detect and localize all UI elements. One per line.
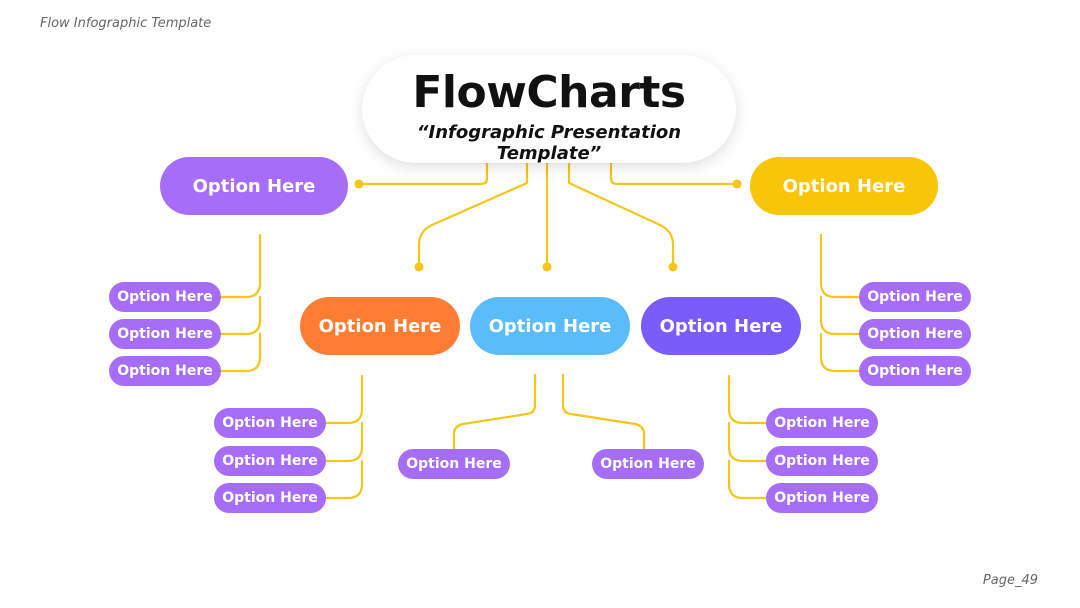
sub-node-orange-1: Option Here xyxy=(214,408,326,438)
connector-right-sub-2 xyxy=(819,295,862,336)
connector-violet-sub-3 xyxy=(727,459,769,500)
header-title: Flow Infographic Template xyxy=(40,16,212,31)
sub-node-orange-3: Option Here xyxy=(214,483,326,513)
connector-title-orange xyxy=(417,161,529,268)
sub-node-right-3: Option Here xyxy=(859,356,971,386)
main-node-blue: Option Here xyxy=(470,297,630,355)
connector-orange-sub-2 xyxy=(324,421,364,463)
sub-node-left-1: Option Here xyxy=(109,282,221,312)
connector-right-sub-3 xyxy=(819,332,862,373)
diagram-subtitle: “Infographic Presentation Template” xyxy=(416,122,682,164)
connector-blue-sub-2 xyxy=(561,373,646,453)
sub-node-violet-3: Option Here xyxy=(766,483,878,513)
connector-left-sub-1 xyxy=(218,233,262,299)
connector-blue-sub-1 xyxy=(452,373,537,453)
connector-violet-sub-1 xyxy=(727,374,769,425)
main-node-right: Option Here xyxy=(750,157,938,215)
connector-dot-left xyxy=(354,179,364,189)
connector-right-sub-1 xyxy=(819,233,862,299)
main-node-left: Option Here xyxy=(160,157,348,215)
connector-orange-sub-1 xyxy=(324,374,364,425)
connector-dot-blue xyxy=(542,262,552,272)
connector-title-left xyxy=(358,161,489,186)
sub-node-violet-2: Option Here xyxy=(766,446,878,476)
sub-node-blue-1: Option Here xyxy=(398,449,510,479)
connector-title-violet xyxy=(567,161,675,268)
connector-left-sub-3 xyxy=(218,332,262,373)
main-node-orange: Option Here xyxy=(300,297,460,355)
main-node-violet: Option Here xyxy=(641,297,801,355)
connector-dot-right xyxy=(732,179,742,189)
title-card: FlowCharts “Infographic Presentation Tem… xyxy=(362,55,736,164)
sub-node-right-2: Option Here xyxy=(859,319,971,349)
connector-violet-sub-2 xyxy=(727,421,769,463)
page-number: Page_49 xyxy=(982,573,1038,588)
sub-node-violet-1: Option Here xyxy=(766,408,878,438)
connector-title-right xyxy=(609,161,740,186)
connector-orange-sub-3 xyxy=(324,459,364,500)
connector-left-sub-2 xyxy=(218,295,262,336)
connector-dot-violet xyxy=(668,262,678,272)
sub-node-right-1: Option Here xyxy=(859,282,971,312)
sub-node-left-3: Option Here xyxy=(109,356,221,386)
diagram-title: FlowCharts xyxy=(412,67,686,118)
sub-node-orange-2: Option Here xyxy=(214,446,326,476)
sub-node-left-2: Option Here xyxy=(109,319,221,349)
connector-dot-orange xyxy=(414,262,424,272)
sub-node-blue-2: Option Here xyxy=(592,449,704,479)
